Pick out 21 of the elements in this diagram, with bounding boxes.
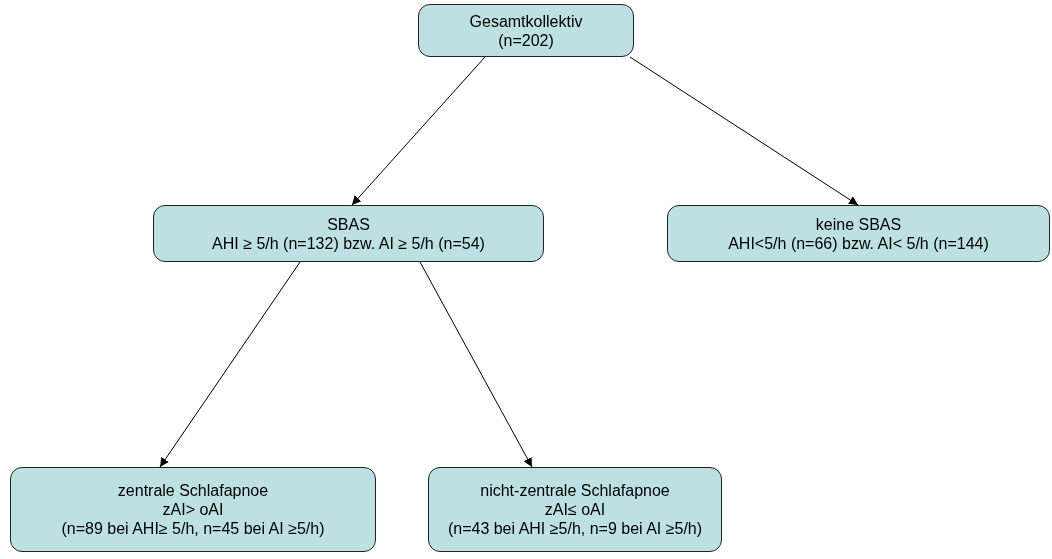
arrow <box>159 261 301 468</box>
node-title: Gesamtkollektiv <box>469 11 583 31</box>
node-text: AHI<5/h (n=66) bzw. AI< 5/h (n=144) <box>728 233 989 253</box>
arrow <box>629 56 859 206</box>
node-text: (n=89 bei AHI≥ 5/h, n=45 bei AI ≥5/h) <box>61 519 325 538</box>
node-title: zentrale Schlafapnoe <box>117 481 269 500</box>
node-title: keine SBAS <box>815 214 902 234</box>
node-text: (n=43 bei AHI ≥5/h, n=9 bei AI ≥5/h) <box>447 519 703 538</box>
node-title: nicht-zentrale Schlafapnoe <box>480 481 670 500</box>
node-title: SBAS <box>327 214 370 234</box>
node-text: zAI≤ oAI <box>544 500 606 519</box>
subgroup-box <box>10 467 376 552</box>
category-box <box>153 205 544 262</box>
root-box <box>418 4 634 57</box>
arrow <box>351 56 486 206</box>
node-text: zAI> oAI <box>162 500 224 519</box>
node-text: (n=202) <box>498 30 554 50</box>
category-box <box>667 205 1050 262</box>
node-text: AHI ≥ 5/h (n=132) bzw. AI ≥ 5/h (n=54) <box>212 233 485 253</box>
arrow <box>419 261 533 468</box>
subgroup-box <box>428 467 722 552</box>
